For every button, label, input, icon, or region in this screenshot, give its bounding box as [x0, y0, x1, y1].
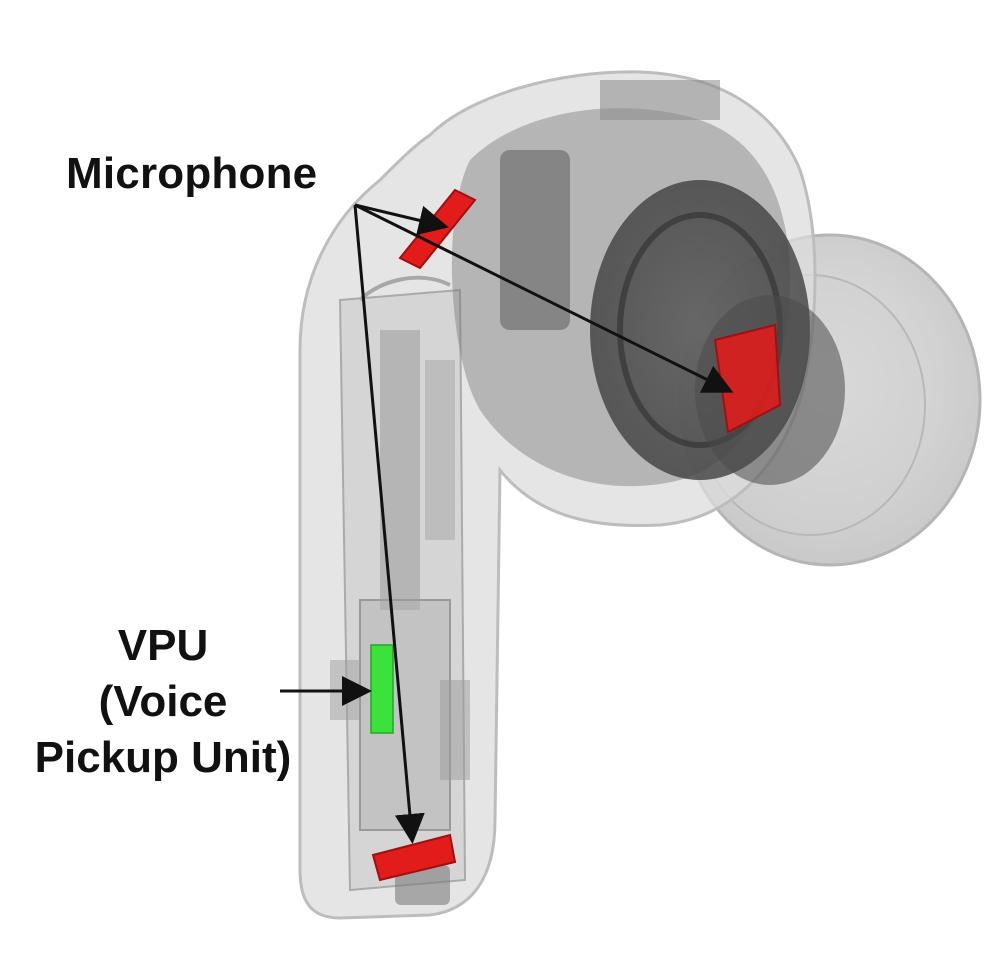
stem-component-2 [440, 680, 470, 780]
vpu-label-line2: (Voice [98, 677, 228, 726]
earbud-illustration [298, 70, 982, 920]
head-board [500, 150, 570, 330]
pointer-arrows [280, 203, 734, 844]
arrow-microphone-inner [354, 203, 734, 393]
vpu-component [370, 644, 394, 734]
vpu-label-line3: Pickup Unit) [34, 733, 292, 782]
arrow-microphone-top [354, 203, 449, 236]
stem-board [380, 330, 420, 610]
vpu-label: VPU (Voice Pickup Unit) [18, 618, 308, 786]
stem-board-2 [425, 360, 455, 540]
vpu-label-line1: VPU [117, 621, 209, 670]
microphone-inner [713, 323, 782, 434]
neck-ridge [358, 275, 451, 302]
arrow-microphone-bottom [353, 204, 425, 844]
stem-connector [395, 865, 450, 905]
microphone-label: Microphone [66, 149, 318, 198]
head-battery [600, 80, 720, 120]
